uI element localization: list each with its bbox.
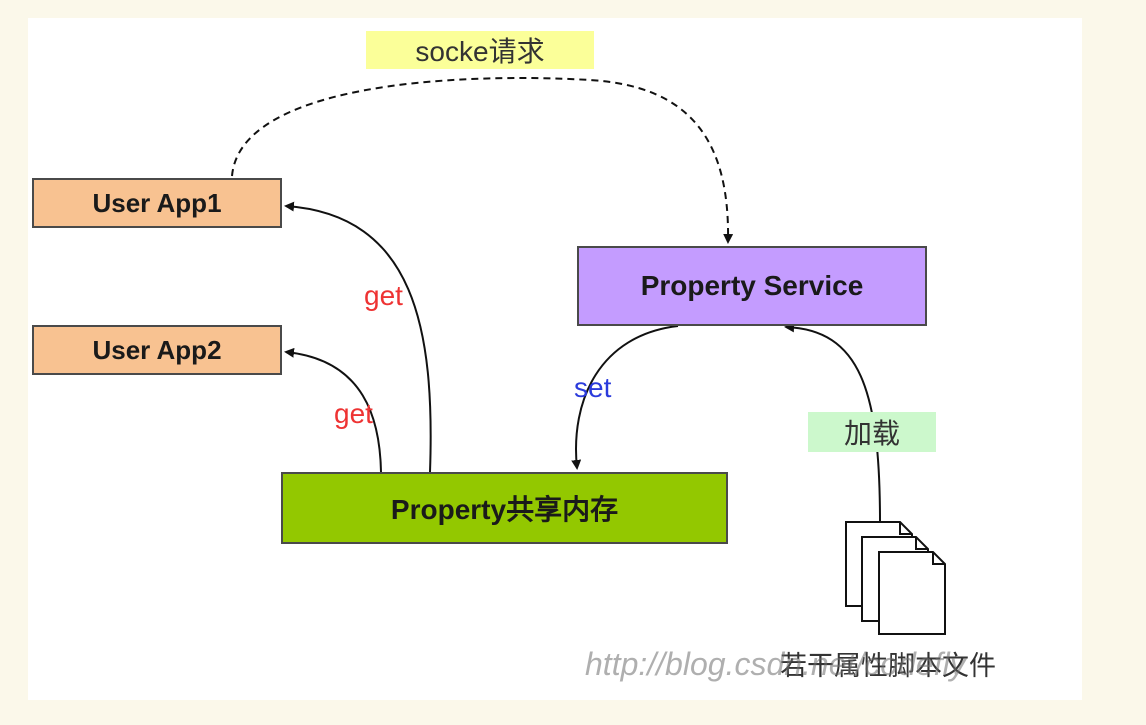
- get-arrow-app1: [284, 201, 432, 473]
- socket-request-arrow: [231, 77, 734, 244]
- property-service-node: Property Service: [577, 246, 927, 326]
- set-label: set: [574, 372, 612, 403]
- user-app2-node: User App2: [32, 325, 282, 375]
- user-app1-node: User App1: [32, 178, 282, 228]
- document-stack-icon: [845, 521, 946, 635]
- load-arrow: [784, 322, 881, 523]
- load-label: 加载: [808, 412, 936, 452]
- get-label-app2: get: [334, 398, 373, 429]
- shared-memory-label: Property共享内存: [390, 494, 619, 525]
- user-app1-label: User App1: [92, 187, 222, 218]
- watermark-text: http://blog.csdn.net/codefly: [585, 646, 966, 682]
- get-label-app1: get: [364, 280, 403, 311]
- get-arrow-app2: [284, 347, 382, 473]
- property-files-caption: 若干属性脚本文件: [780, 651, 996, 681]
- socket-request-label: socke请求: [366, 31, 594, 69]
- set-arrow: [571, 325, 679, 470]
- shared-memory-node: Property共享内存: [281, 472, 728, 544]
- property-service-label: Property Service: [640, 270, 864, 301]
- user-app2-label: User App2: [92, 334, 222, 365]
